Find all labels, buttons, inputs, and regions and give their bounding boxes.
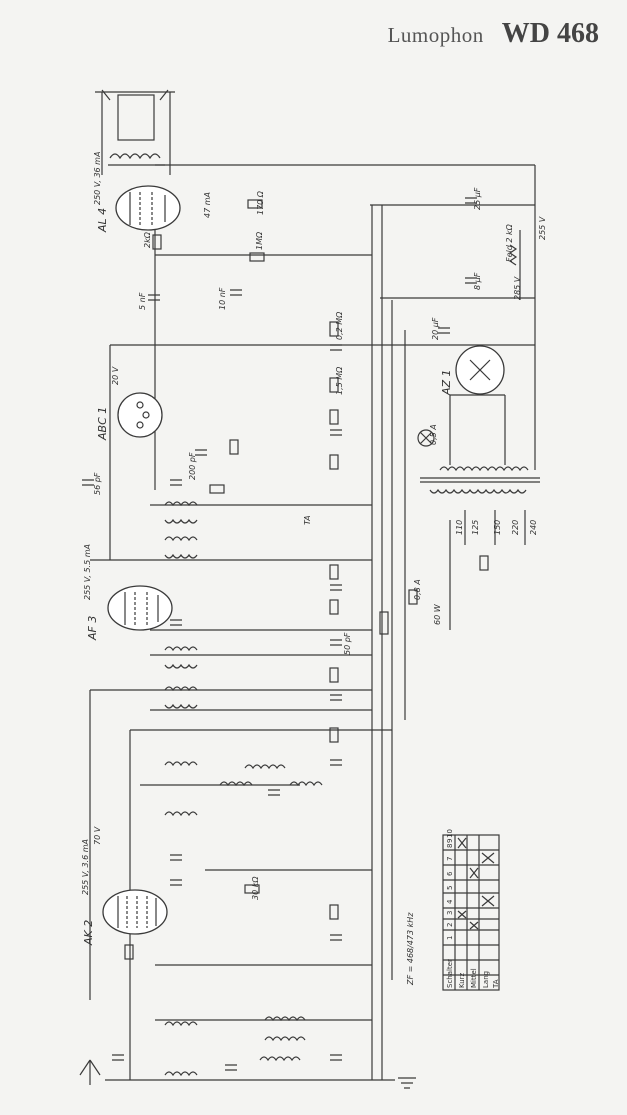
header: Lumophon WD 468 (388, 18, 599, 50)
svg-text:255 V, 5.5 mA: 255 V, 5.5 mA (83, 544, 92, 600)
svg-text:0,5 A: 0,5 A (429, 424, 438, 445)
svg-text:Kurz: Kurz (458, 972, 466, 988)
if-transformers (164, 501, 198, 709)
svg-text:200 pF: 200 pF (188, 452, 197, 480)
power-supply (408, 244, 540, 630)
label-af3: AF 3 (86, 616, 99, 641)
capacitors (82, 197, 477, 1071)
svg-text:8 µF: 8 µF (473, 272, 482, 290)
svg-text:20 V: 20 V (111, 366, 120, 385)
svg-text:25 µF: 25 µF (473, 187, 482, 210)
svg-text:9: 9 (446, 839, 454, 843)
svg-text:1,5 MΩ: 1,5 MΩ (335, 366, 344, 395)
svg-text:60 W: 60 W (433, 603, 442, 625)
svg-text:6: 6 (446, 871, 454, 876)
svg-text:Lang: Lang (482, 971, 490, 988)
tube-ak2 (102, 889, 168, 935)
label-al4: AL 4 (96, 208, 109, 233)
svg-text:10 nF: 10 nF (218, 287, 227, 310)
svg-text:8: 8 (446, 844, 454, 848)
svg-text:150: 150 (493, 520, 502, 535)
brand-name: Lumophon (387, 23, 484, 47)
svg-text:240: 240 (529, 520, 538, 535)
svg-text:255 V: 255 V (538, 216, 547, 240)
model-number: WD 468 (501, 18, 599, 49)
svg-text:10: 10 (446, 829, 454, 838)
svg-text:ZF = 468/473 kHz: ZF = 468/473 kHz (406, 912, 415, 986)
svg-text:285 V: 285 V (513, 276, 522, 300)
label-az1: AZ 1 (440, 369, 453, 396)
switch-table-labels: Schalter Kurz Mittel Lang TA 1 2 3 4 5 6… (446, 829, 500, 989)
svg-text:2: 2 (446, 923, 454, 927)
svg-text:30 kΩ: 30 kΩ (251, 876, 260, 900)
label-ak2: AK 2 (82, 920, 95, 946)
tube-al4 (115, 185, 181, 231)
svg-text:125: 125 (471, 520, 480, 535)
antenna-ground (79, 1059, 416, 1089)
resistors (124, 199, 489, 960)
svg-text:Feld 2 kΩ: Feld 2 kΩ (505, 223, 514, 262)
svg-text:1: 1 (446, 936, 454, 940)
component-labels: 250 V, 36 mA 255 V, 5.5 mA 255 V, 3.6 mA… (81, 152, 547, 986)
svg-text:TA: TA (492, 979, 500, 989)
svg-text:2kΩ: 2kΩ (143, 231, 152, 248)
tube-abc1 (117, 392, 163, 438)
svg-text:47 mA: 47 mA (203, 192, 212, 218)
label-abc1: ABC 1 (96, 407, 109, 441)
svg-text:170 Ω: 170 Ω (256, 190, 265, 215)
svg-text:TA: TA (303, 515, 312, 525)
svg-text:50 pF: 50 pF (343, 632, 352, 655)
svg-text:0,2 MΩ: 0,2 MΩ (335, 311, 344, 340)
mains-voltage-labels: 110 125 150 220 240 (455, 520, 538, 535)
tube-labels: AL 4 ABC 1 AF 3 AK 2 AZ 1 (82, 208, 453, 946)
svg-text:20 µF: 20 µF (431, 317, 440, 340)
svg-text:5: 5 (446, 886, 454, 890)
svg-text:0,8 A: 0,8 A (413, 579, 422, 600)
tube-az1 (455, 345, 505, 395)
svg-text:4: 4 (446, 899, 454, 904)
rf-coils (164, 761, 323, 1077)
svg-text:Mittel: Mittel (470, 968, 478, 988)
svg-text:255 V, 3.6 mA: 255 V, 3.6 mA (81, 839, 90, 895)
svg-text:3: 3 (446, 911, 454, 915)
bus-wires (89, 164, 536, 1081)
switch-table (442, 834, 500, 991)
svg-text:Schalter: Schalter (446, 959, 454, 988)
svg-text:110: 110 (455, 520, 464, 535)
svg-text:70 V: 70 V (93, 826, 102, 845)
svg-text:220: 220 (511, 520, 520, 535)
svg-text:1MΩ: 1MΩ (255, 231, 264, 250)
tube-af3 (107, 585, 173, 631)
speaker-transformer (95, 89, 175, 175)
svg-text:56 pF: 56 pF (93, 472, 102, 495)
svg-text:250 V, 36 mA: 250 V, 36 mA (93, 152, 102, 205)
svg-text:5 nF: 5 nF (138, 292, 147, 310)
svg-text:7: 7 (446, 857, 454, 861)
